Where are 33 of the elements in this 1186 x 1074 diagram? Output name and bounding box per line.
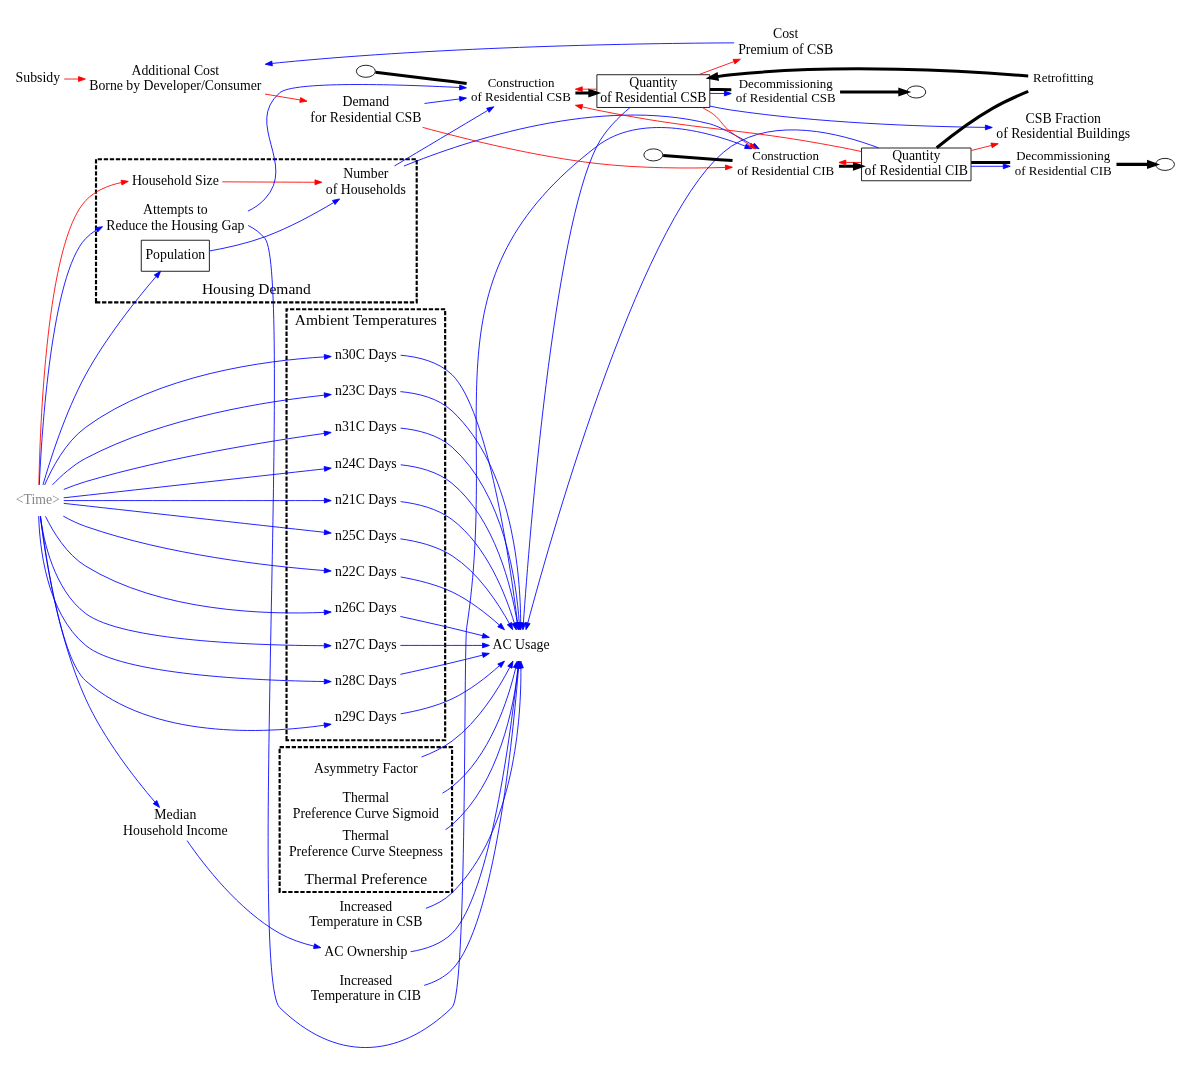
node-text: Thermal Preference Curve Steepness xyxy=(288,828,443,859)
node-text: n21C Days xyxy=(335,491,397,507)
node-text: n25C Days xyxy=(335,528,397,544)
node-text: AC Ownership xyxy=(324,943,408,959)
node-text: Demand for Residential CSB xyxy=(310,94,422,125)
node-text: n27C Days xyxy=(335,636,397,652)
node-text: Asymmetry Factor xyxy=(313,760,418,776)
node-text: Median Household Income xyxy=(123,807,228,838)
node-text: n24C Days xyxy=(335,455,397,471)
node-text: n31C Days xyxy=(335,419,397,435)
node-text: Thermal Preference Curve Sigmoid xyxy=(292,790,439,821)
node-text: Construction of Residential CIB xyxy=(737,148,835,178)
node-text: Number of Households xyxy=(325,166,406,197)
node-text: Retrofitting xyxy=(1033,70,1094,86)
node-text: Increased Temperature in CIB xyxy=(310,972,421,1004)
node-text: n23C Days xyxy=(335,383,397,399)
node-text: Cost Premium of CSB xyxy=(738,26,834,57)
node-text: n30C Days xyxy=(335,347,397,363)
node-text: Decommissioning of Residential CIB xyxy=(1014,148,1112,178)
node-text: <Time> xyxy=(15,491,60,507)
node-text: Construction of Residential CSB xyxy=(471,74,571,105)
node-text: Attempts to Reduce the Housing Gap xyxy=(106,202,245,233)
node-text: Household Size xyxy=(131,172,219,188)
node-text: n28C Days xyxy=(335,672,397,688)
node-text: n29C Days xyxy=(335,709,397,725)
node-text: n22C Days xyxy=(335,564,397,580)
node-text: n26C Days xyxy=(335,600,397,616)
node-text: CSB Fraction of Residential Buildings xyxy=(996,110,1131,142)
node-text: AC Usage xyxy=(492,636,550,652)
node-text: Subsidy xyxy=(15,70,61,86)
node-text: Decommissioning of Residential CSB xyxy=(735,75,836,106)
node-text: Increased Temperature in CSB xyxy=(309,898,423,930)
node-text: Additional Cost Borne by Developer/Consumer xyxy=(89,62,262,94)
